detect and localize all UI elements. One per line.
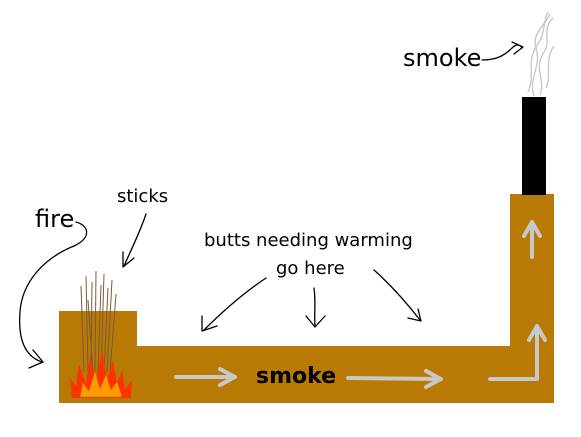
butts-pointer-left [201, 277, 267, 332]
label-butts-line2: go here [276, 258, 345, 279]
smoke-channel [130, 346, 554, 403]
smoke-wisps [527, 11, 555, 97]
smoke-flow-arrows [174, 220, 547, 389]
flow-arrow-right-2 [346, 369, 443, 389]
flame-core [80, 372, 122, 397]
flow-arrow-right-1 [174, 367, 237, 387]
flow-arrow-up [522, 220, 542, 259]
sticks-pointer-arrow [122, 213, 147, 268]
label-smoke-channel: smoke [256, 364, 336, 389]
label-smoke-top: smoke [403, 44, 481, 72]
butts-pointer-middle [305, 287, 326, 328]
smoke-pointer-arrow [481, 41, 524, 61]
butts-pointer-right [373, 269, 422, 322]
label-butts-line1: butts needing warming [204, 230, 413, 251]
fire-pointer-arrow [18, 221, 88, 369]
label-sticks: sticks [117, 186, 168, 207]
flow-arrow-elbow [488, 324, 547, 381]
label-fire: fire [35, 205, 74, 233]
chimney [522, 97, 546, 195]
